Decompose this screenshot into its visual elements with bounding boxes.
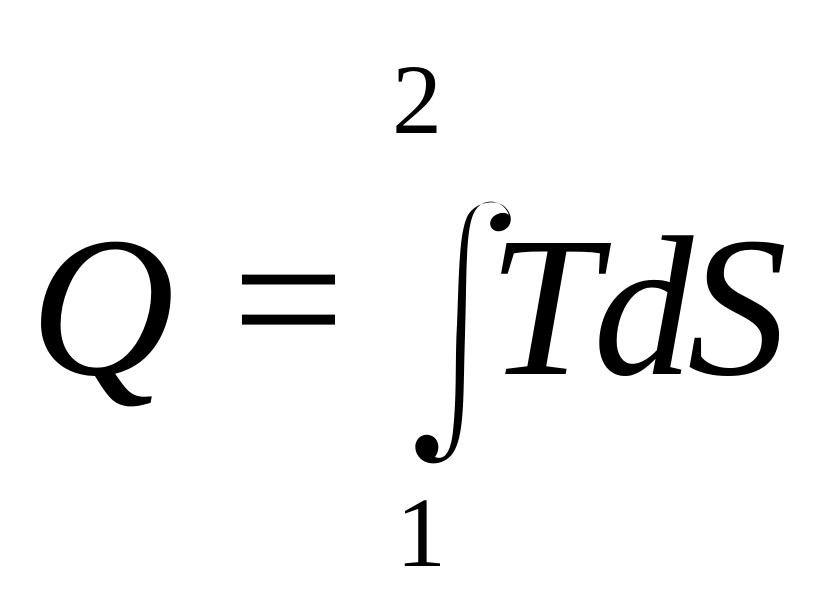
lhs-variable: Q [30, 197, 175, 418]
integral-icon [415, 201, 511, 464]
integrand: TdS [488, 197, 787, 418]
lower-limit: 1 [396, 477, 446, 588]
upper-limit: 2 [392, 44, 442, 155]
equals-sign: = [232, 189, 345, 410]
